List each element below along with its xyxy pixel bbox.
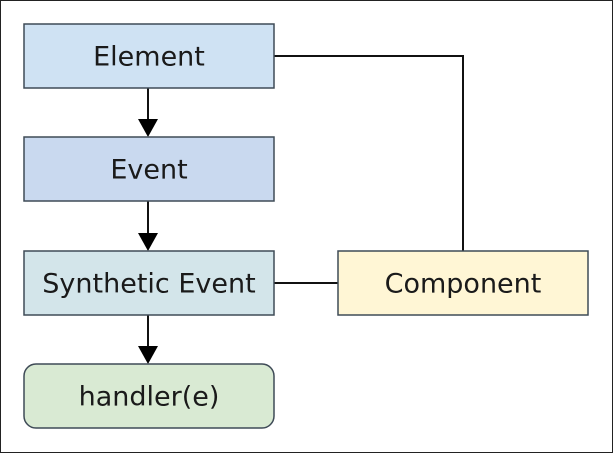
edge-element-to-component: [274, 55, 464, 251]
node-synthetic-event-box: [23, 250, 275, 316]
node-component-box: [337, 250, 589, 316]
node-element-box: [23, 23, 275, 89]
node-handler: handler(e): [23, 363, 275, 429]
arrowhead-element-to-event: [138, 119, 158, 137]
arrowhead-event-to-synthetic: [138, 233, 158, 251]
node-event-label: Event: [110, 155, 187, 186]
node-synthetic-event: Synthetic Event: [23, 250, 275, 316]
node-event: Event: [23, 136, 275, 202]
node-synthetic-event-label: Synthetic Event: [42, 269, 255, 300]
node-component-label: Component: [385, 269, 542, 300]
arrowhead-synthetic-to-handler: [138, 346, 158, 364]
node-handler-label: handler(e): [79, 382, 220, 413]
node-event-box: [23, 136, 275, 202]
node-component: Component: [337, 250, 589, 316]
node-element-label: Element: [93, 42, 205, 73]
node-element: Element: [23, 23, 275, 89]
node-handler-box: [23, 363, 275, 429]
